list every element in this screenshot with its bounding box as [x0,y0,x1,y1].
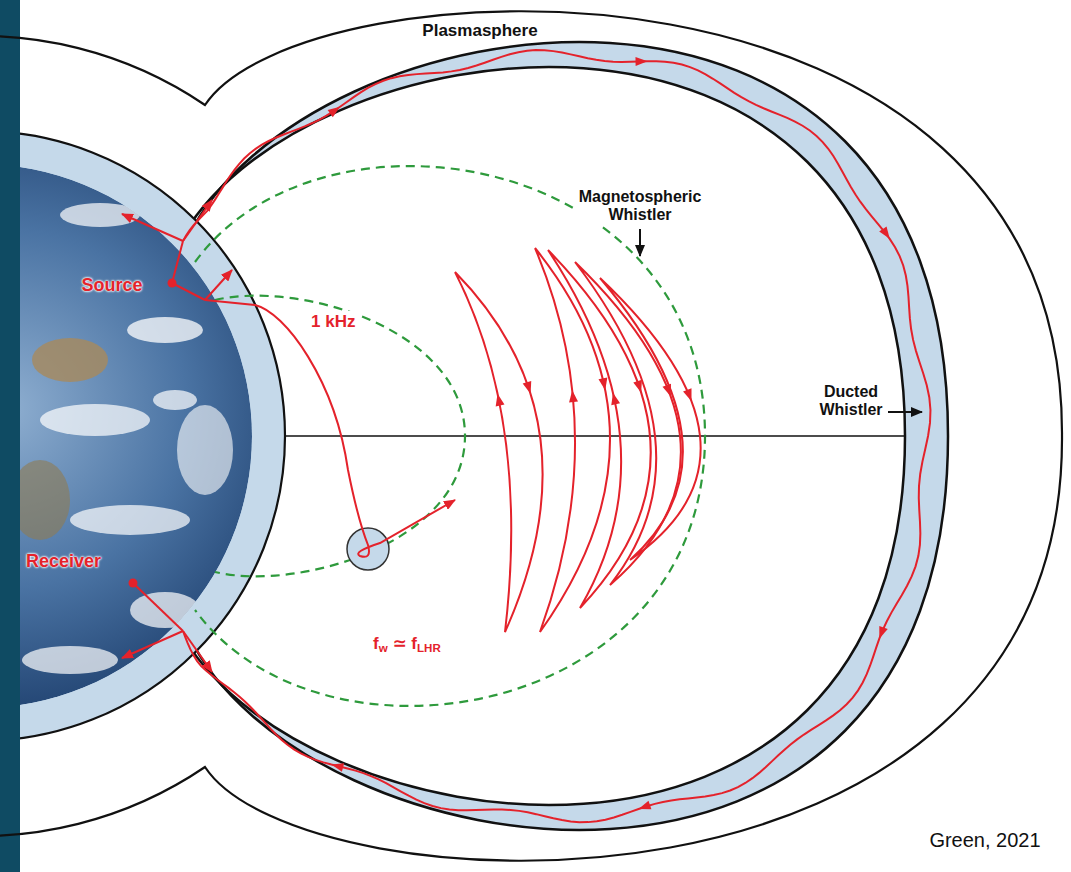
ray-arrowhead [639,801,652,810]
source-dot [168,279,177,288]
ray-arrow [122,631,183,658]
ray-arrowhead [328,107,340,118]
ray-arrowhead [598,378,607,391]
ionosphere-ring [0,131,285,741]
inner-field-region [178,67,905,805]
ray-arrowhead [879,626,887,639]
earth-cloud [40,404,150,436]
frequency-label: fw ≃ fLHR [370,633,444,656]
ray-line [172,241,183,283]
ray-arrowhead [496,394,505,407]
magnetospheric-ray [600,278,701,560]
ray-arrow [183,631,212,672]
earth-cloud [127,317,203,343]
ray-line [172,283,205,300]
ray-arrowhead [633,380,642,393]
earth-cloud [177,405,233,495]
duct-outer-boundary [188,42,948,830]
ray-arrowhead [523,381,532,394]
region-title: Plasmasphere [422,21,537,41]
ducted-ray [183,50,930,822]
ray-arrowhead [635,57,647,66]
earth-cloud [22,646,118,674]
earth-ocean [0,164,252,708]
ray-arrow [205,270,232,300]
equator-line [285,435,905,437]
ray-arrowhead [683,388,691,401]
ray-arrowhead [879,226,890,238]
earth-globe [0,164,252,712]
leader-arrow [639,229,641,256]
ray-group [183,50,930,822]
source-label: Source [81,275,142,296]
earth-cloud [130,592,200,628]
ray-arrowhead [569,390,578,402]
ray-1khz [205,300,455,557]
earth-cloud [70,688,150,712]
wave-label: Magnetospheric Whistler [576,187,705,226]
field-line [215,296,465,577]
magnetospheric-ray [575,262,681,585]
magnetospheric-ray [455,272,543,632]
earth-cloud [153,390,197,410]
wave-label: Ducted Whistler [819,383,882,420]
magnetospheric-ray [535,248,610,632]
receiver-dot [129,579,138,588]
ray-arrow [122,214,183,241]
ray-arrowhead [611,393,620,406]
earth-cloud [70,505,190,535]
earth-cloud [60,203,140,227]
duct-inner-boundary [178,67,905,805]
ray-line [133,583,183,631]
earth-land [32,338,108,382]
frequency-label: 1 kHz [308,311,358,333]
ray-group [122,200,455,672]
receiver-label: Receiver [26,551,101,572]
plasmasphere-boundary [0,11,1062,860]
ray-arrowhead [331,763,344,772]
credit-label: Green, 2021 [929,829,1040,852]
leader-arrow [888,411,922,413]
slide-strip [0,0,20,872]
field-line [195,166,705,706]
